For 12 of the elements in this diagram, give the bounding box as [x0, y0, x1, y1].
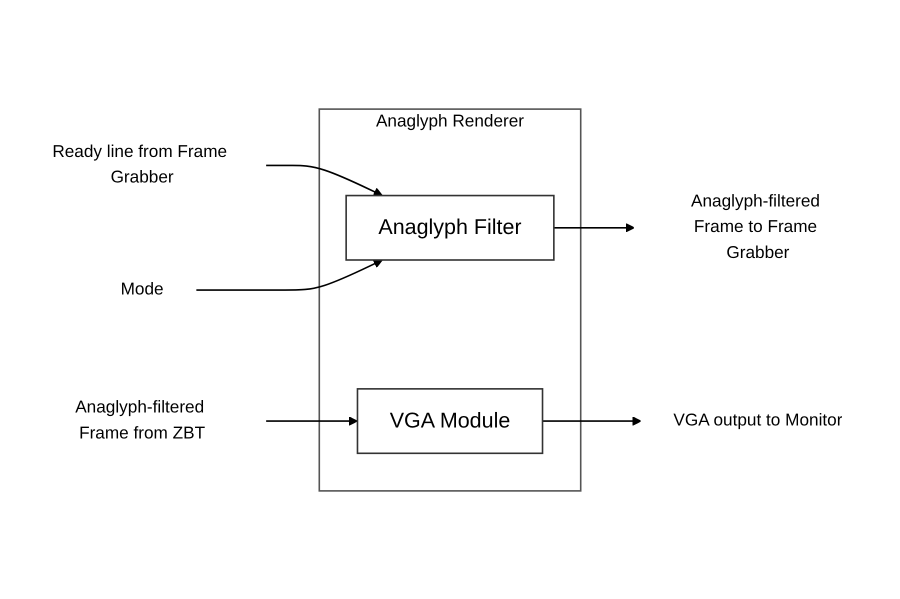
- node-box: Anaglyph Filter: [345, 194, 555, 260]
- node-box: VGA Module: [356, 388, 544, 454]
- arrow: [266, 164, 383, 196]
- node-text: VGA output to Monitor: [673, 410, 842, 430]
- node-text: Anaglyph-filtered Frame from ZBT: [75, 398, 206, 442]
- arrow: [196, 258, 383, 290]
- arrow: [542, 416, 642, 426]
- node-text: Ready line from Frame Grabber: [52, 142, 228, 186]
- node-text: Anaglyph-filtered Frame to Frame Grabber: [691, 192, 820, 262]
- arrow: [266, 416, 358, 426]
- arrow: [554, 222, 635, 232]
- node-text: Mode: [120, 280, 164, 298]
